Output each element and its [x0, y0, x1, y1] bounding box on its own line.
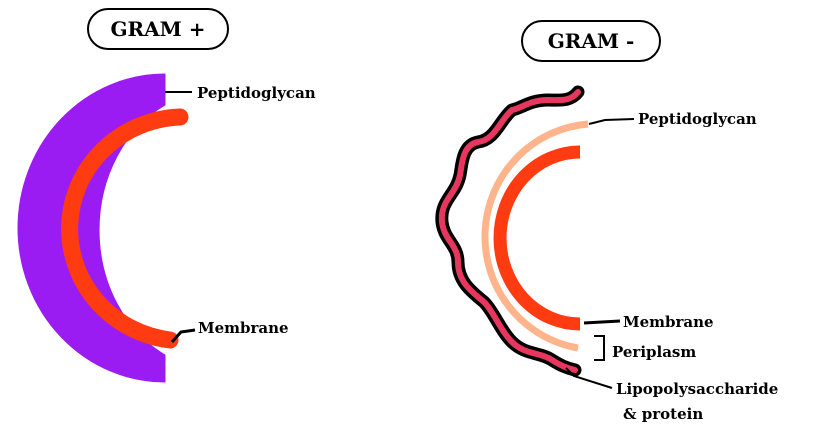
gram-negative-peptidoglycan-leader [589, 119, 634, 124]
gram-positive-membrane-label: Membrane [198, 319, 289, 337]
gram-negative-periplasm-bracket [594, 336, 604, 360]
gram-negative-panel: GRAM - Peptidoglycan Membrane Periplasm … [442, 21, 779, 423]
gram-negative-peptidoglycan-label: Peptidoglycan [638, 110, 757, 128]
gram-positive-title: GRAM + [110, 17, 205, 41]
gram-positive-peptidoglycan-label: Peptidoglycan [197, 84, 316, 102]
gram-negative-title: GRAM - [548, 29, 635, 53]
gram-negative-lps-label-line2: & protein [623, 405, 703, 423]
gram-negative-membrane [500, 152, 580, 324]
gram-negative-lps-label-line1: Lipopolysaccharide [616, 380, 778, 398]
gram-negative-membrane-label: Membrane [623, 313, 714, 331]
gram-negative-membrane-leader [584, 321, 620, 323]
gram-positive-panel: GRAM + Peptidoglycan Membrane [18, 9, 316, 382]
gram-negative-periplasm-label: Periplasm [612, 343, 696, 361]
gram-positive-membrane-leader [172, 330, 195, 342]
